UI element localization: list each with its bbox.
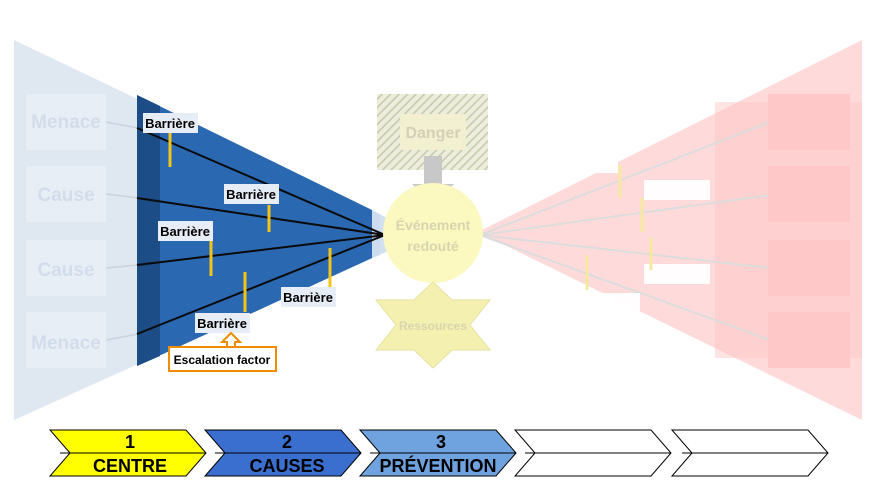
left-box-3	[26, 240, 106, 296]
right-faded-barriers	[554, 153, 710, 313]
top-event-label-line1: Événement	[396, 217, 471, 233]
right-box-3	[768, 240, 850, 296]
left-box-2	[26, 166, 106, 222]
threat-lines	[136, 127, 386, 335]
step-3-label: PRÉVENTION	[379, 455, 496, 476]
consequence-lines	[479, 121, 771, 341]
danger-label: Danger	[405, 125, 460, 142]
barrier-labels: Barrière Barrière Barrière Barrière Barr…	[143, 113, 336, 333]
barrier-label-2: Barrière	[226, 187, 276, 202]
left-box-4	[26, 312, 106, 368]
top-event-circle	[383, 183, 483, 283]
prevention-wedge-dark-edge	[137, 95, 160, 366]
right-faded-label-2	[644, 180, 710, 200]
barrier-label-3: Barrière	[160, 224, 210, 239]
escalation-factor: Escalation factor	[168, 331, 277, 372]
right-box-2	[768, 166, 850, 222]
barrier-markers	[168, 131, 332, 312]
barrier-label-5: Barrière	[197, 316, 247, 331]
top-fade-overlay	[130, 30, 380, 90]
left-box-label-4: Menace	[31, 333, 101, 354]
barrier-label-1: Barrière	[145, 116, 195, 131]
resources-star	[374, 281, 492, 369]
barrier-label-4: Barrière	[283, 290, 333, 305]
right-box-1	[768, 94, 850, 150]
step-1-label: CENTRE	[93, 456, 167, 476]
left-box-label-3: Cause	[37, 260, 94, 281]
steps-bar: 1 CENTRE 2 CAUSES 3 PRÉVENTION	[48, 429, 829, 477]
step-2-label: CAUSES	[249, 456, 324, 476]
top-event-node: Événement redouté	[383, 183, 483, 283]
escalation-box	[168, 346, 277, 372]
prevention-wedge	[137, 95, 372, 366]
step-3-number: 3	[436, 432, 446, 452]
right-boxes	[768, 94, 850, 368]
left-box-label-2: Cause	[37, 185, 94, 206]
left-boxes: Menace Cause Cause Menace	[26, 94, 106, 368]
left-box-label-1: Menace	[31, 112, 101, 133]
danger-label-box	[400, 114, 466, 150]
right-box-4	[768, 312, 850, 368]
right-faded-wedge	[478, 40, 862, 420]
left-box-1	[26, 94, 106, 150]
escalation-label: Escalation factor	[174, 353, 271, 367]
step-1-number: 1	[125, 432, 135, 452]
right-faded-label-4	[574, 293, 640, 313]
resources-node: Ressources	[374, 281, 492, 369]
right-faded-label-1	[554, 153, 618, 173]
resources-label: Ressources	[399, 319, 467, 333]
left-faded-connectors	[105, 121, 139, 341]
top-event-label-line2: redouté	[407, 238, 459, 254]
step-2-number: 2	[282, 432, 292, 452]
escalation-arrow-icon	[219, 331, 243, 348]
right-faded-label-3	[644, 264, 710, 284]
